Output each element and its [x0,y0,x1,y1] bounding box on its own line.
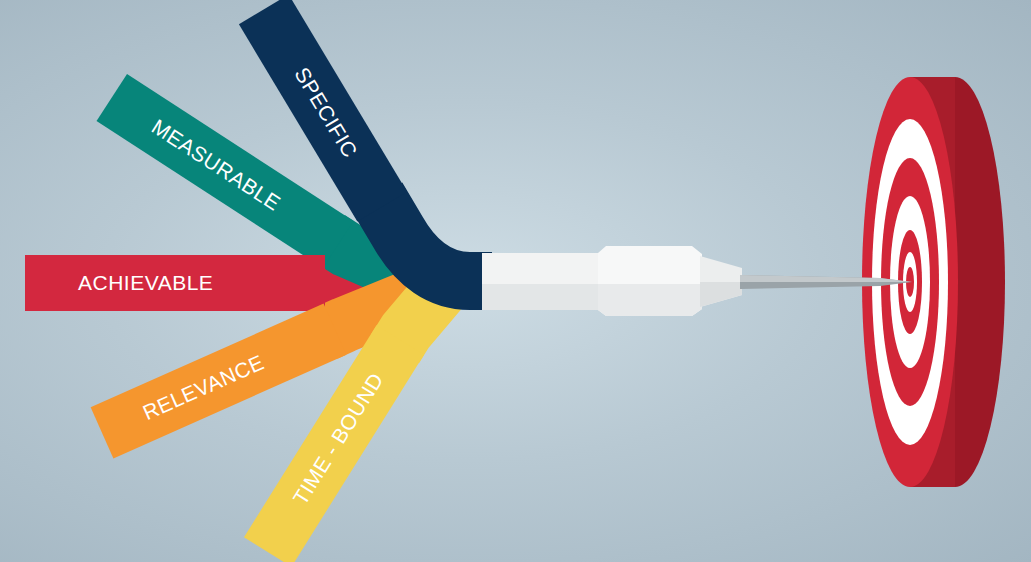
dart-cone [700,256,742,307]
target-ring [862,77,958,487]
target-ring [903,252,917,312]
target-ring [898,230,922,334]
dart-shade [598,284,702,316]
bullseye [906,267,914,297]
goal-ribbon: ACHIEVABLE [25,255,325,311]
ribbon-label: SPECIFIC [290,63,362,161]
dart-shade [482,284,600,310]
ribbon-label: MEASURABLE [148,115,285,215]
dart-shade [700,282,742,307]
dart-needle-highlight [740,275,912,282]
ribbon-tail [377,197,492,281]
ribbon-label: RELEVANCE [139,351,267,425]
ribbon-label: ACHIEVABLE [78,271,213,294]
target-board [862,77,1005,487]
dart-grip [598,246,702,316]
target-ring [881,158,939,406]
dart-needle [740,275,912,289]
target-ring [890,196,930,368]
target-ring [872,119,948,445]
dart-barrel [482,253,600,310]
ribbon-label: TIME - BOUND [289,369,388,509]
